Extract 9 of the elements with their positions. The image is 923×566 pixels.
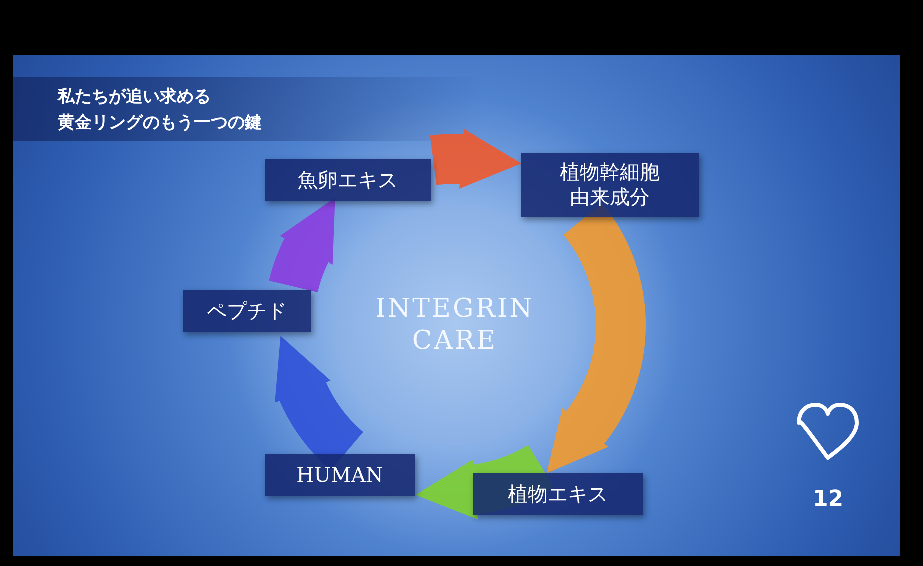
label-box: 植物幹細胞由来成分 xyxy=(521,153,699,217)
title-text: 黄金リングのもう一つの鍵 xyxy=(58,112,262,134)
label-box: ペプチド xyxy=(183,290,311,332)
label-box: HUMAN xyxy=(265,454,415,496)
cycle-arrow xyxy=(430,129,522,190)
label-box: 植物エキス xyxy=(473,473,643,515)
title-text: 私たちが追い求める xyxy=(58,86,211,108)
label-box: 魚卵エキス xyxy=(265,159,431,201)
like-count: 12 xyxy=(813,487,844,512)
